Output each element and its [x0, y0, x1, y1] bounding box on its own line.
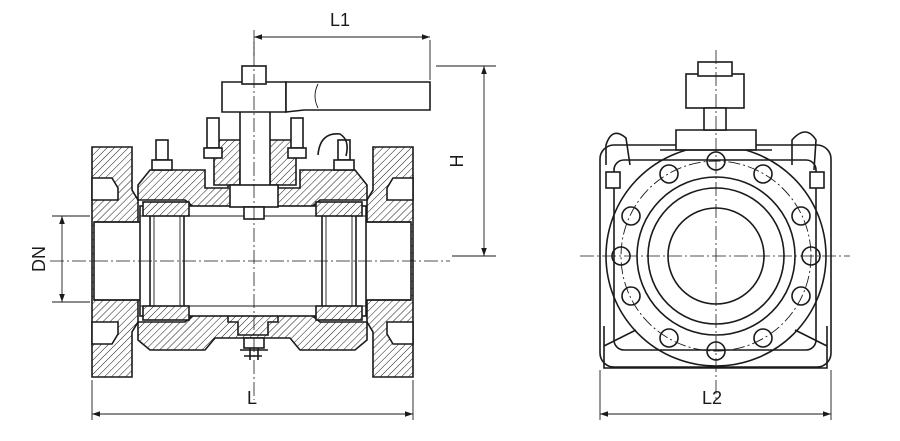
- side-section-view: [50, 30, 450, 400]
- flange-bolt-holes: [611, 151, 821, 361]
- dimension-label-l2: L2: [702, 388, 722, 408]
- left-flange-notch-top: [91, 177, 119, 201]
- stem: [239, 109, 271, 189]
- dimension-label-l1: L1: [330, 10, 350, 30]
- right-seat: [315, 201, 363, 321]
- front-base: [603, 326, 828, 369]
- front-left-lug: [605, 132, 631, 166]
- left-flange-notch-bottom: [91, 321, 119, 345]
- dimension-label-l: L: [247, 388, 257, 408]
- dimension-dn: DN: [29, 215, 90, 303]
- dimension-l: L: [91, 380, 414, 420]
- handle-lever: [285, 81, 431, 113]
- dimension-h: H: [436, 65, 496, 257]
- dimension-label-h: H: [447, 155, 467, 168]
- front-right-lug: [791, 131, 817, 171]
- dimension-l2: L2: [599, 370, 832, 420]
- lock-lug: [317, 133, 348, 157]
- front-top-nut: [685, 73, 745, 109]
- right-flange-notch-top: [386, 177, 414, 201]
- front-view: [580, 50, 850, 400]
- right-flange-notch-bottom: [386, 321, 414, 345]
- dimension-l1: L1: [253, 10, 431, 80]
- dimension-label-dn: DN: [29, 246, 49, 272]
